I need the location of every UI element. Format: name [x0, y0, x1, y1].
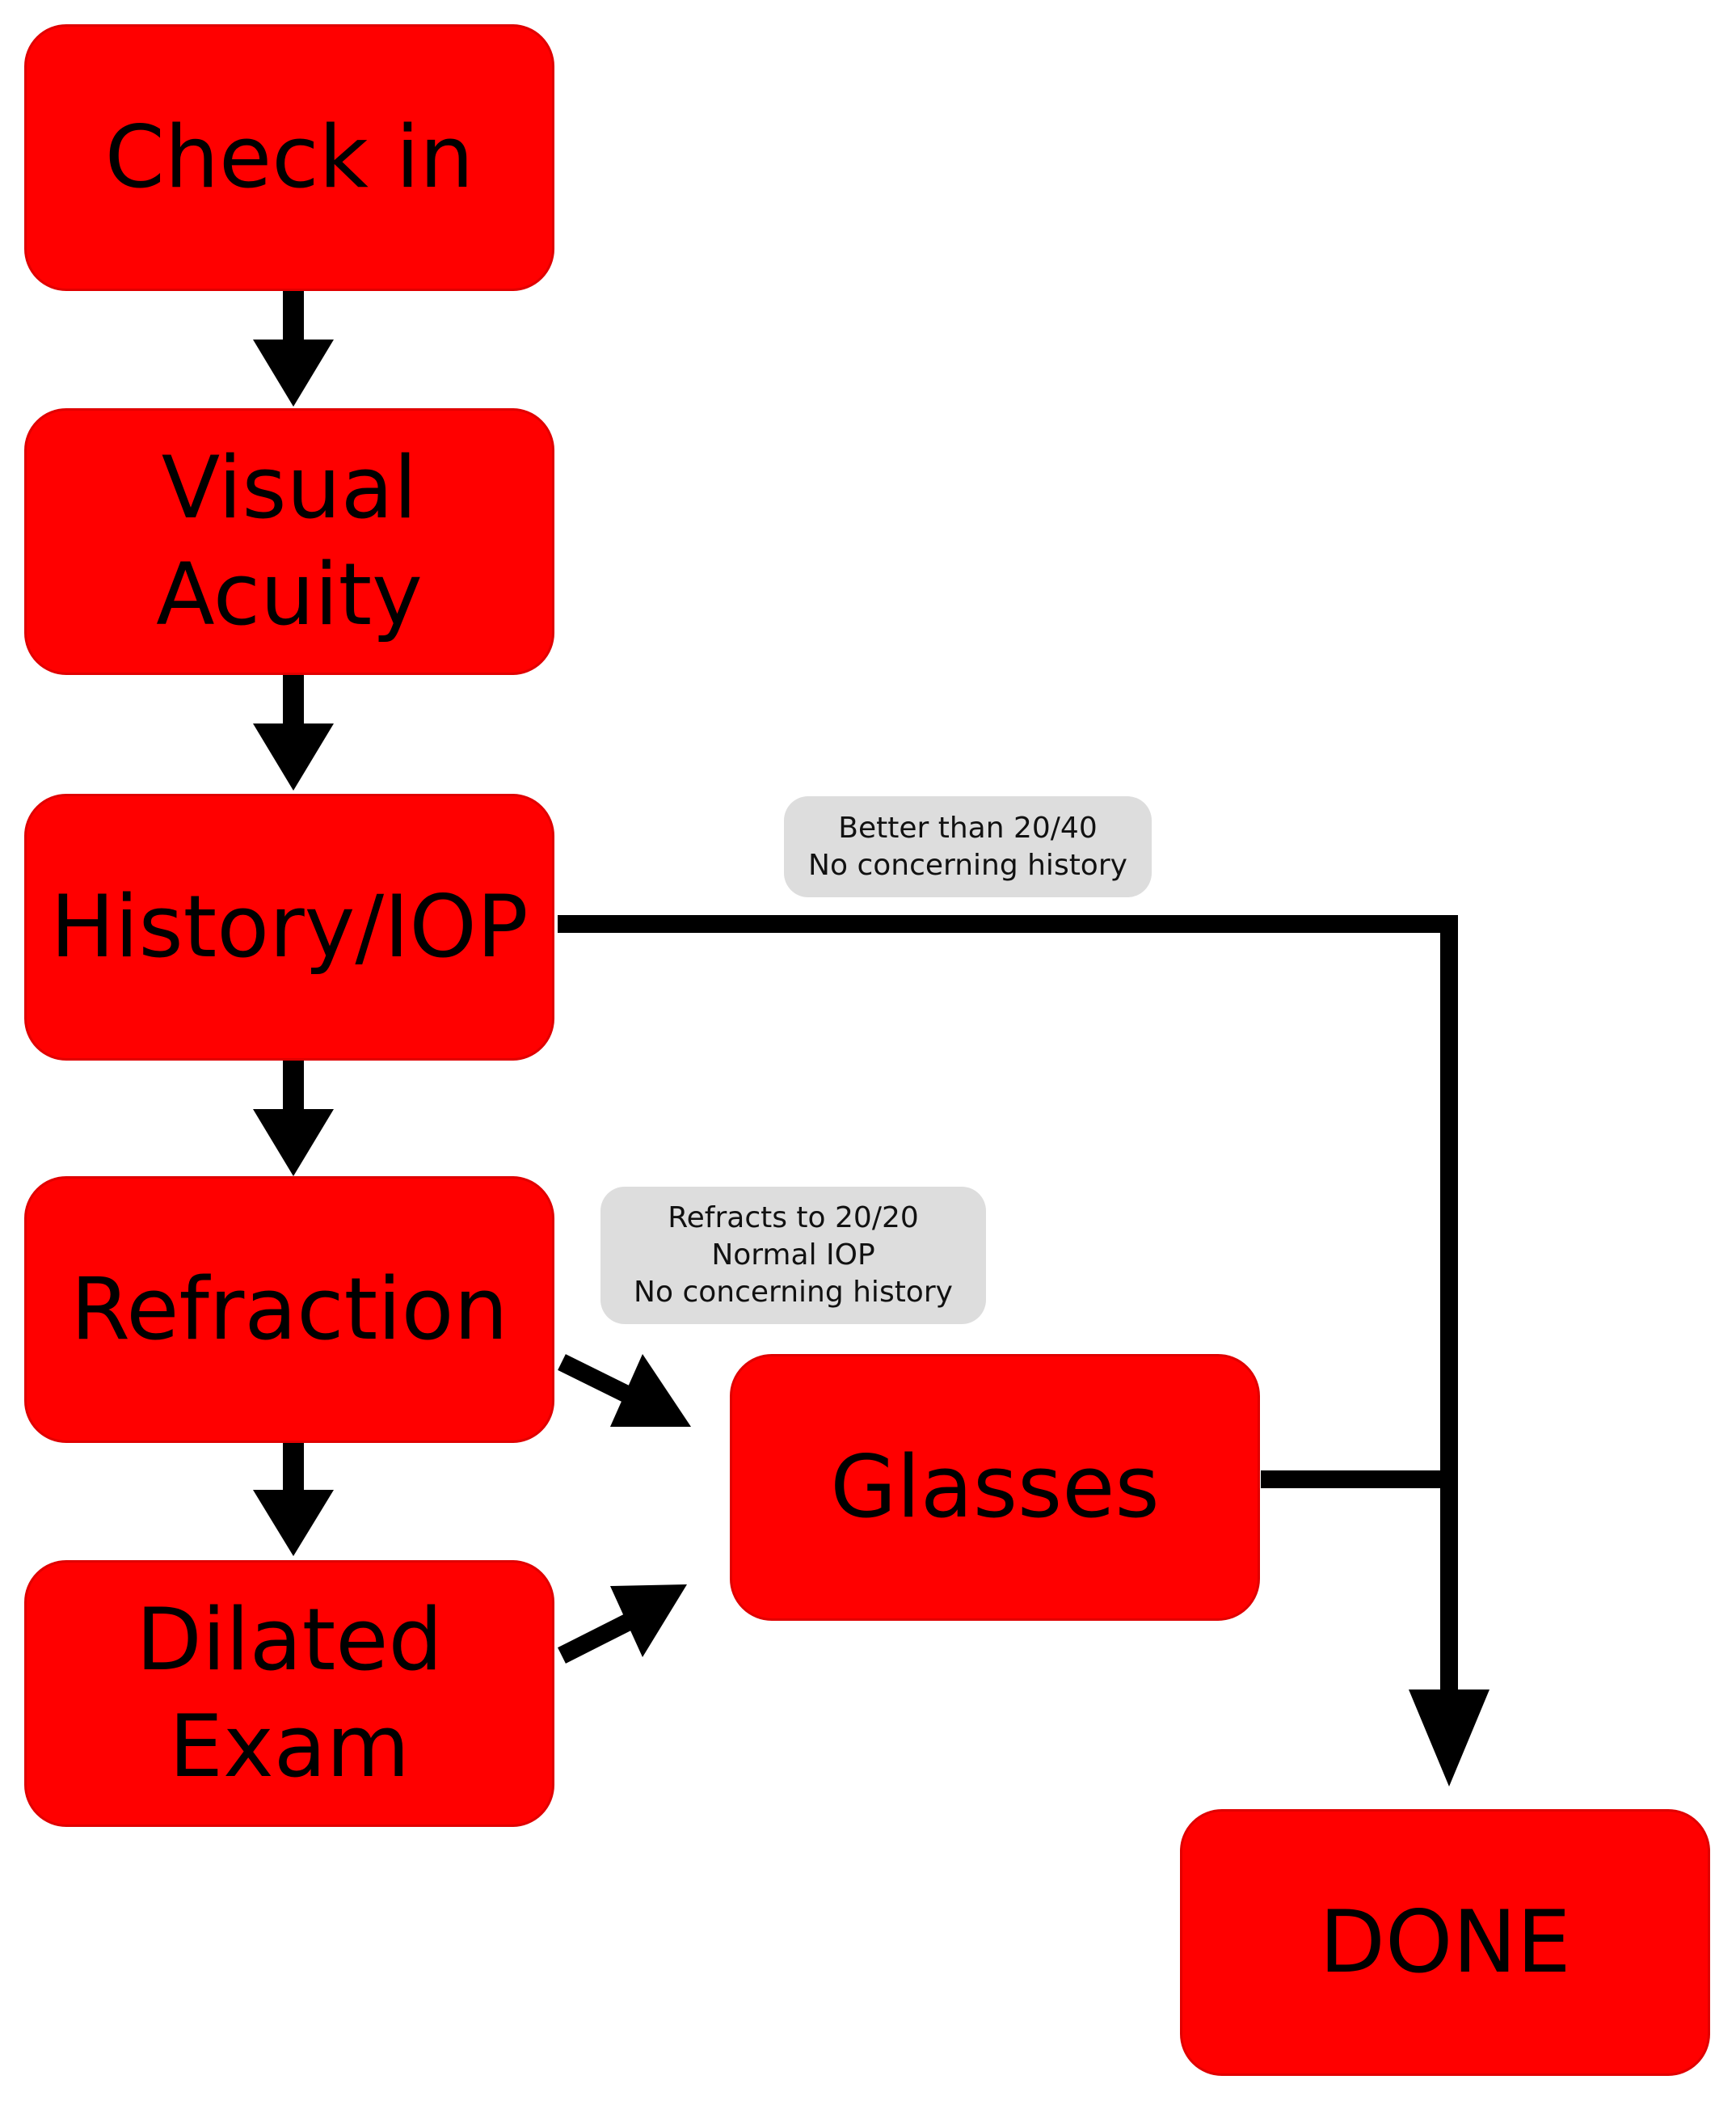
note-to-glasses: Refracts to 20/20 Normal IOP No concerni… [600, 1187, 986, 1324]
arrow-history-to-done [558, 915, 1490, 1787]
note-skip-to-done: Better than 20/40 No concerning history [784, 796, 1152, 897]
node-history-iop: History/IOP [24, 794, 554, 1061]
node-visual-acuity: Visual Acuity [24, 408, 554, 675]
arrow-history-to-refraction [253, 1061, 334, 1176]
node-check-in: Check in [24, 24, 554, 291]
arrow-dilated-to-glasses [558, 1584, 687, 1664]
node-dilated-exam: Dilated Exam [24, 1560, 554, 1827]
node-done: DONE [1180, 1809, 1710, 2076]
arrow-acuity-to-history [253, 675, 334, 791]
arrow-refraction-to-dilated [253, 1443, 334, 1556]
arrow-refraction-to-glasses [558, 1354, 691, 1427]
arrow-checkin-to-acuity [253, 291, 334, 407]
node-refraction: Refraction [24, 1176, 554, 1443]
node-glasses: Glasses [730, 1354, 1260, 1621]
